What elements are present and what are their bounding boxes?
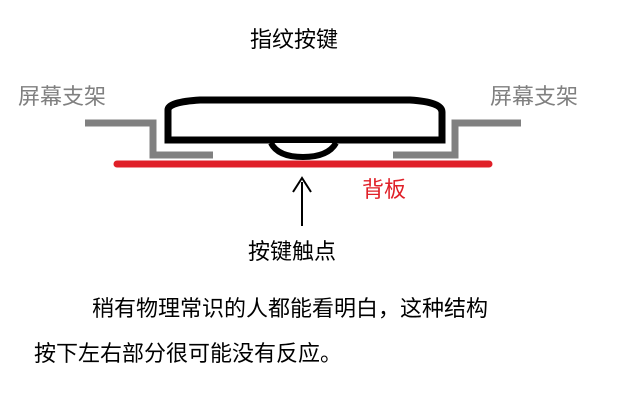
button-contact-bump	[268, 141, 339, 161]
paragraph-line-1: 稍有物理常识的人都能看明白，这种结构	[92, 297, 489, 322]
backplate-label: 背板	[362, 178, 407, 203]
right-screen-bracket	[393, 119, 521, 159]
left-bracket-label: 屏幕支架	[18, 85, 107, 110]
paragraph-line-2: 按下左右部分很可能没有反应。	[34, 342, 343, 367]
fingerprint-button	[164, 96, 446, 144]
right-bracket-label: 屏幕支架	[490, 85, 579, 110]
diagram-title: 指纹按键	[250, 28, 339, 53]
contact-label: 按键触点	[248, 240, 337, 265]
left-screen-bracket	[85, 119, 213, 159]
arrow-head-icon	[292, 176, 312, 193]
